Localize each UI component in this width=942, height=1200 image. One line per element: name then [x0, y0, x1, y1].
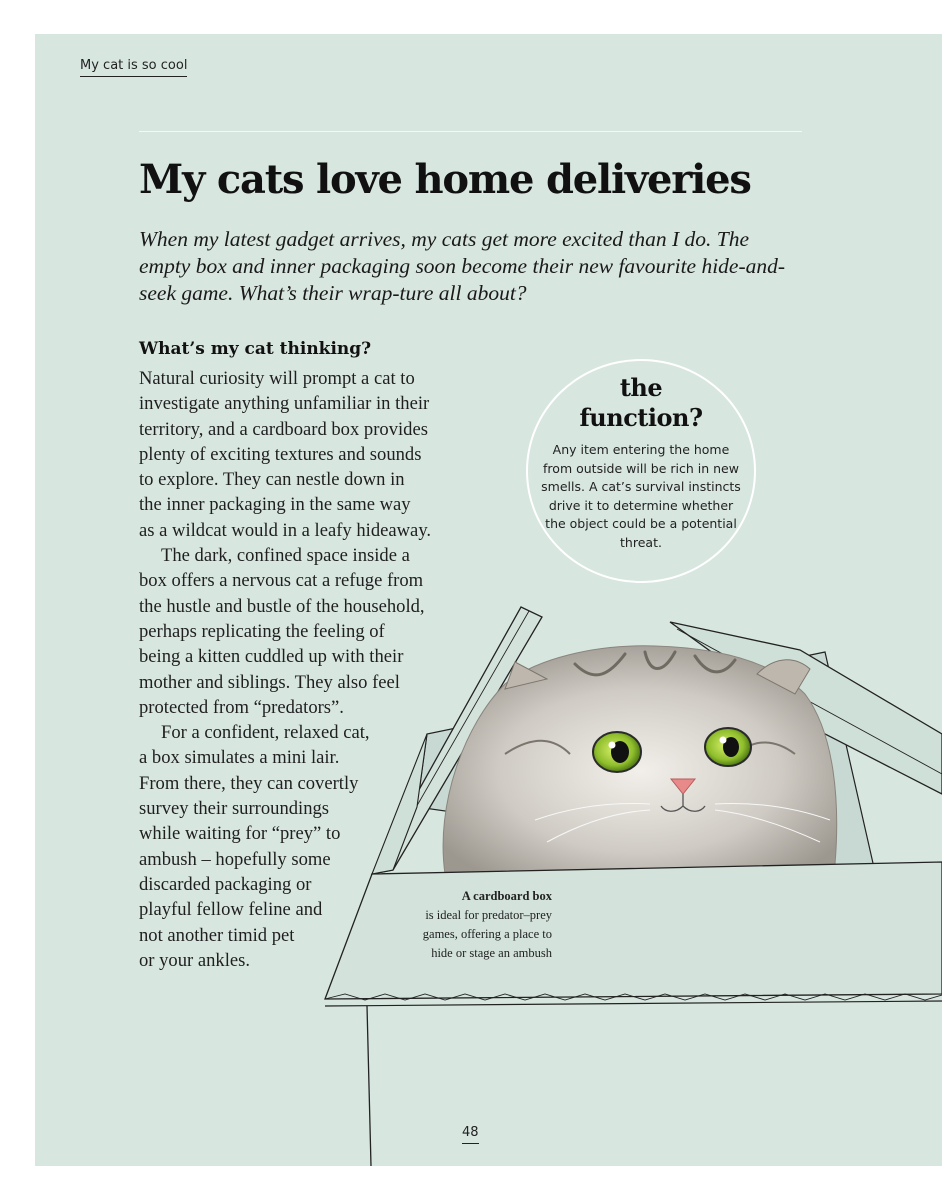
title-rule: [139, 131, 802, 132]
body-line: discarded packaging or: [139, 873, 312, 895]
caption-line: games, offering a place to: [422, 927, 552, 941]
page-title: My cats love home deliveries: [139, 156, 752, 203]
body-line: playful fellow feline and: [139, 899, 323, 921]
cat-in-box-illustration: [324, 606, 942, 1166]
box-left-flap: [370, 606, 543, 875]
body-line: a box simulates a mini lair.: [139, 747, 340, 769]
body-line: For a confident, relaxed cat,: [161, 722, 370, 744]
body-line: Natural curiosity will prompt a cat to: [139, 368, 415, 389]
body-text: Natural curiosity will prompt a cat to i…: [139, 366, 431, 973]
body-line: being a kitten cuddled up with their: [139, 646, 404, 668]
body-line: the inner packaging in the same way: [139, 494, 411, 516]
body-line: the hustle and bustle of the household,: [139, 595, 425, 617]
running-head: My cat is so cool: [80, 58, 188, 77]
standfirst: When my latest gadget arrives, my cats g…: [139, 227, 786, 305]
function-callout: the function? Any item entering the home…: [526, 359, 756, 583]
page-number: 48: [462, 1125, 479, 1144]
body-line: ambush – hopefully some: [139, 848, 331, 870]
body-line: survey their surroundings: [139, 798, 330, 820]
section-subhead: What’s my cat thinking?: [139, 339, 372, 359]
body-line: plenty of exciting textures and sounds: [139, 443, 422, 465]
box-front: [324, 861, 942, 1166]
callout-heading: the function?: [528, 373, 754, 433]
callout-body: Any item entering the home from outside …: [541, 442, 741, 550]
body-line: protected from “predators”.: [139, 696, 344, 718]
caption-line: is ideal for predator–prey: [425, 908, 552, 922]
body-line: or your ankles.: [139, 949, 251, 971]
caption-line: hide or stage an ambush: [431, 946, 552, 960]
illustration-caption: A cardboard box is ideal for predator–pr…: [377, 887, 552, 963]
body-line: not another timid pet: [139, 924, 295, 946]
callout-heading-line-1: the: [619, 373, 663, 402]
callout-heading-line-2: function?: [579, 403, 703, 432]
body-line: perhaps replicating the feeling of: [139, 620, 385, 642]
body-line: box offers a nervous cat a refuge from: [139, 570, 424, 592]
body-line: to explore. They can nestle down in: [139, 469, 405, 491]
cat-illustration: [442, 645, 838, 875]
body-line: The dark, confined space inside a: [161, 545, 410, 567]
body-line: mother and siblings. They also feel: [139, 671, 400, 693]
body-line: while waiting for “prey” to: [139, 823, 341, 845]
body-line: From there, they can covertly: [139, 772, 359, 794]
body-line: investigate anything unfamiliar in their: [139, 393, 430, 415]
body-line: territory, and a cardboard box provides: [139, 418, 428, 440]
body-line: as a wildcat would in a leafy hideaway.: [139, 519, 432, 541]
book-page: My cat is so cool My cats love home deli…: [35, 34, 942, 1166]
caption-heading: A cardboard box: [461, 889, 552, 903]
